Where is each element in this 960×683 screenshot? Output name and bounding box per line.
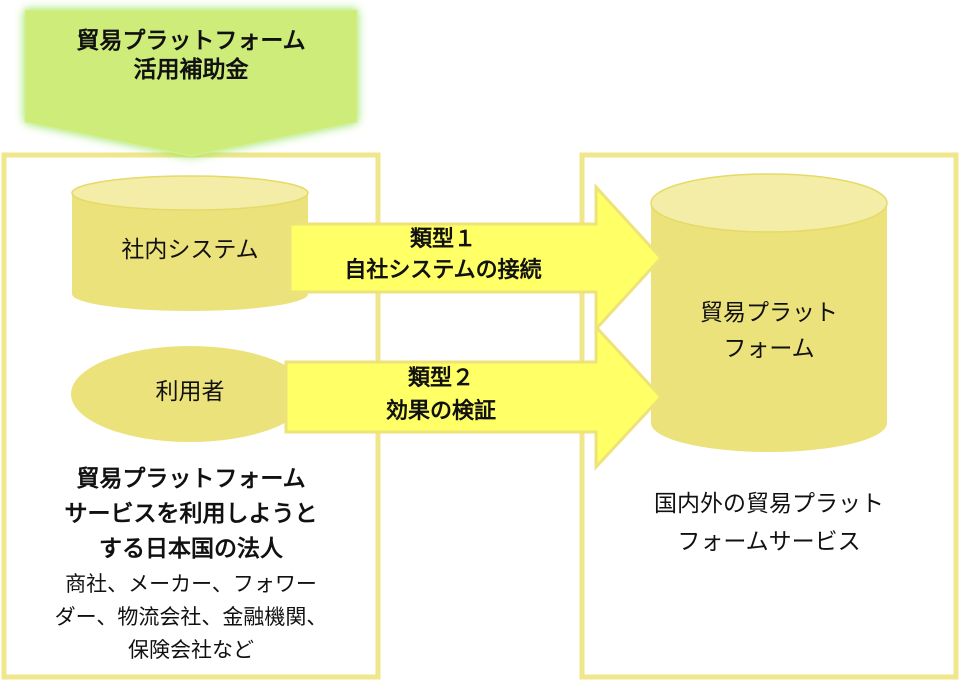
applicant-heading: 貿易プラットフォーム サービスを利用しようと する日本国の法人 xyxy=(6,462,376,567)
platform-services-caption: 国内外の貿易プラット フォームサービス xyxy=(584,485,954,561)
type1-arrow xyxy=(288,183,664,333)
applicant-heading-line-2: サービスを利用しようと xyxy=(64,501,318,527)
platform-label-line-2: フォーム xyxy=(723,336,815,362)
type2-title: 類型２ xyxy=(407,366,474,391)
applicant-examples-line-3: 保険会社など xyxy=(128,638,254,662)
subsidy-banner-shape xyxy=(24,9,358,157)
type2-arrow xyxy=(284,323,664,471)
platform-caption-line-2: フォームサービス xyxy=(677,529,861,555)
type1-title: 類型１ xyxy=(409,227,476,252)
internal-system-cylinder xyxy=(71,175,309,311)
type2-label: 類型２ 効果の検証 xyxy=(286,362,596,428)
platform-label: 貿易プラット フォーム xyxy=(651,295,887,367)
type2-subtitle: 効果の検証 xyxy=(385,399,496,424)
applicant-examples: 商社、メーカー、フォワー ダー、物流会社、金融機関、 保険会社など xyxy=(6,568,376,667)
platform-caption-line-1: 国内外の貿易プラット xyxy=(654,491,884,517)
subsidy-banner-title: 貿易プラットフォーム 活用補助金 xyxy=(25,27,357,85)
platform-cylinder xyxy=(650,173,888,452)
user-label: 利用者 xyxy=(155,379,225,405)
applicant-examples-line-2: ダー、物流会社、金融機関、 xyxy=(54,605,328,629)
type1-subtitle: 自社システムの接続 xyxy=(344,258,542,283)
applicant-examples-line-1: 商社、メーカー、フォワー xyxy=(65,572,317,596)
type1-label: 類型１ 自社システムの接続 xyxy=(290,224,596,286)
applicant-heading-line-3: する日本国の法人 xyxy=(99,536,283,562)
user-ellipse xyxy=(71,346,309,442)
banner-line-1: 貿易プラットフォーム xyxy=(76,28,306,54)
platform-label-line-1: 貿易プラット xyxy=(700,300,838,326)
internal-system-label: 社内システム xyxy=(121,237,259,263)
banner-line-2: 活用補助金 xyxy=(133,56,249,83)
applicant-heading-line-1: 貿易プラットフォーム xyxy=(76,466,306,492)
